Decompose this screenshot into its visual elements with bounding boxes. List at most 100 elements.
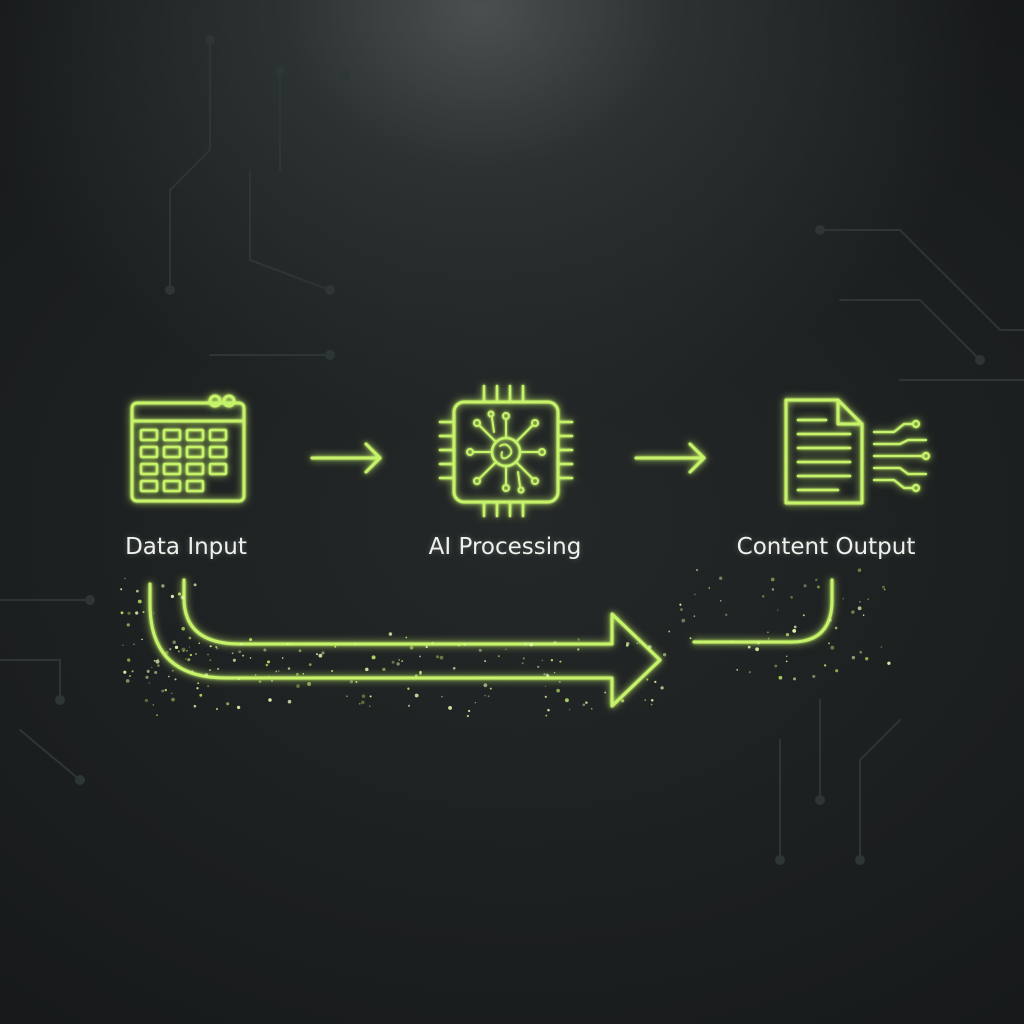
sparkle-dot [695, 569, 699, 572]
sparkle-dot [174, 645, 179, 650]
sparkle-dot [120, 588, 123, 591]
sparkle-dot [694, 593, 696, 596]
sparkle-dot [171, 669, 174, 672]
sparkle-dot [275, 670, 278, 673]
sparkle-dot [556, 642, 558, 644]
sparkle-dot [650, 703, 653, 706]
sparkle-dot [725, 613, 728, 616]
sparkle-dot [529, 642, 533, 647]
sparkle-dot [215, 646, 218, 648]
sparkle-dot [168, 675, 170, 678]
sparkle-dot [466, 714, 470, 718]
sparkle-dot [880, 646, 883, 648]
sparkle-dot [170, 594, 175, 599]
sparkle-dot [523, 642, 528, 646]
sparkle-dot [487, 676, 490, 679]
sparkle-dot [148, 682, 151, 684]
sparkle-dot [660, 686, 664, 690]
sparkle-dot [644, 699, 646, 701]
sparkle-dot [842, 598, 844, 600]
sparkle-dot [153, 659, 156, 662]
sparkle-dot [604, 691, 607, 694]
sparkle-dot [226, 702, 230, 706]
sparkle-dot [559, 660, 562, 663]
sparkle-dot [137, 599, 142, 604]
sparkle-dot [178, 650, 180, 652]
sparkle-dot [239, 643, 242, 646]
sparkle-dot [650, 699, 654, 702]
sparkle-dot [334, 645, 337, 648]
sparkle-dot [361, 694, 366, 699]
sparkle-dot [204, 673, 209, 677]
sparkle-dot [178, 651, 180, 653]
sparkle-dot [748, 671, 751, 674]
sparkle-dot [169, 648, 172, 651]
sparkle-dot [497, 655, 500, 658]
sparkle-dot [157, 664, 160, 667]
sparkle-dot [689, 637, 692, 640]
sparkle-dot [647, 645, 652, 649]
sparkle-dot [867, 598, 869, 600]
sparkle-dot [577, 648, 580, 651]
sparkle-dot [188, 646, 191, 648]
sparkle-dot [127, 611, 131, 615]
sparkle-dot [382, 667, 386, 672]
sparkle-dot [145, 675, 149, 679]
sparkle-dot [547, 708, 550, 712]
sparkle-dot [681, 618, 686, 623]
sparkle-dot [553, 640, 557, 645]
sparkle-dot [812, 674, 816, 678]
sparkle-dot [249, 638, 253, 642]
sparkle-dot [154, 670, 158, 675]
sparkle-dot [398, 659, 401, 661]
sparkle-dot [785, 660, 788, 663]
sparkle-dot [295, 672, 299, 676]
sparkle-dot [680, 608, 683, 612]
loop-arrow-icon [148, 578, 834, 708]
sparkle-dot [302, 673, 305, 675]
sparkle-dot [484, 660, 487, 663]
sparkle-dot [425, 645, 428, 649]
sparkle-dot [194, 652, 197, 655]
sparkle-dot [215, 707, 219, 711]
sparkle-dot [771, 588, 775, 591]
sparkle-dot [191, 670, 194, 673]
sparkle-dot [452, 666, 456, 670]
step-label-ai-processing: AI Processing [428, 534, 582, 560]
sparkle-dot [128, 674, 132, 678]
sparkle-dot [489, 687, 492, 690]
sparkle-dot [321, 651, 325, 655]
sparkle-dot [152, 704, 155, 706]
sparkle-dot [207, 685, 210, 688]
sparkle-dot [857, 606, 862, 611]
sparkle-dot [127, 658, 131, 662]
sparkle-dot [550, 659, 554, 662]
sparkle-dot [862, 614, 865, 616]
sparkle-dot [693, 615, 696, 617]
sparkle-dot [174, 678, 177, 681]
sparkle-dot [188, 671, 190, 673]
sparkle-dot [281, 657, 284, 659]
sparkle-dot [505, 648, 507, 650]
sparkle-dot [483, 683, 488, 688]
sparkle-dot [590, 707, 593, 710]
sparkle-dot [142, 611, 145, 614]
sparkle-dot [558, 680, 561, 683]
sparkle-dot [388, 632, 393, 636]
sparkle-dot [823, 664, 827, 667]
sparkle-dot [457, 643, 461, 647]
sparkle-dot [193, 583, 197, 587]
sparkle-dot [177, 592, 182, 596]
sparkle-dot [546, 674, 550, 678]
sparkle-dot [785, 633, 790, 637]
ai-chip-icon [438, 384, 574, 518]
sparkle-dot [564, 698, 569, 703]
sparkle-dot [541, 659, 544, 662]
sparkle-dot [216, 667, 220, 671]
sparkle-dot [431, 641, 435, 645]
sparkle-dot [123, 577, 126, 580]
sparkle-dot [778, 675, 783, 680]
step-label-content-output: Content Output [736, 534, 916, 560]
